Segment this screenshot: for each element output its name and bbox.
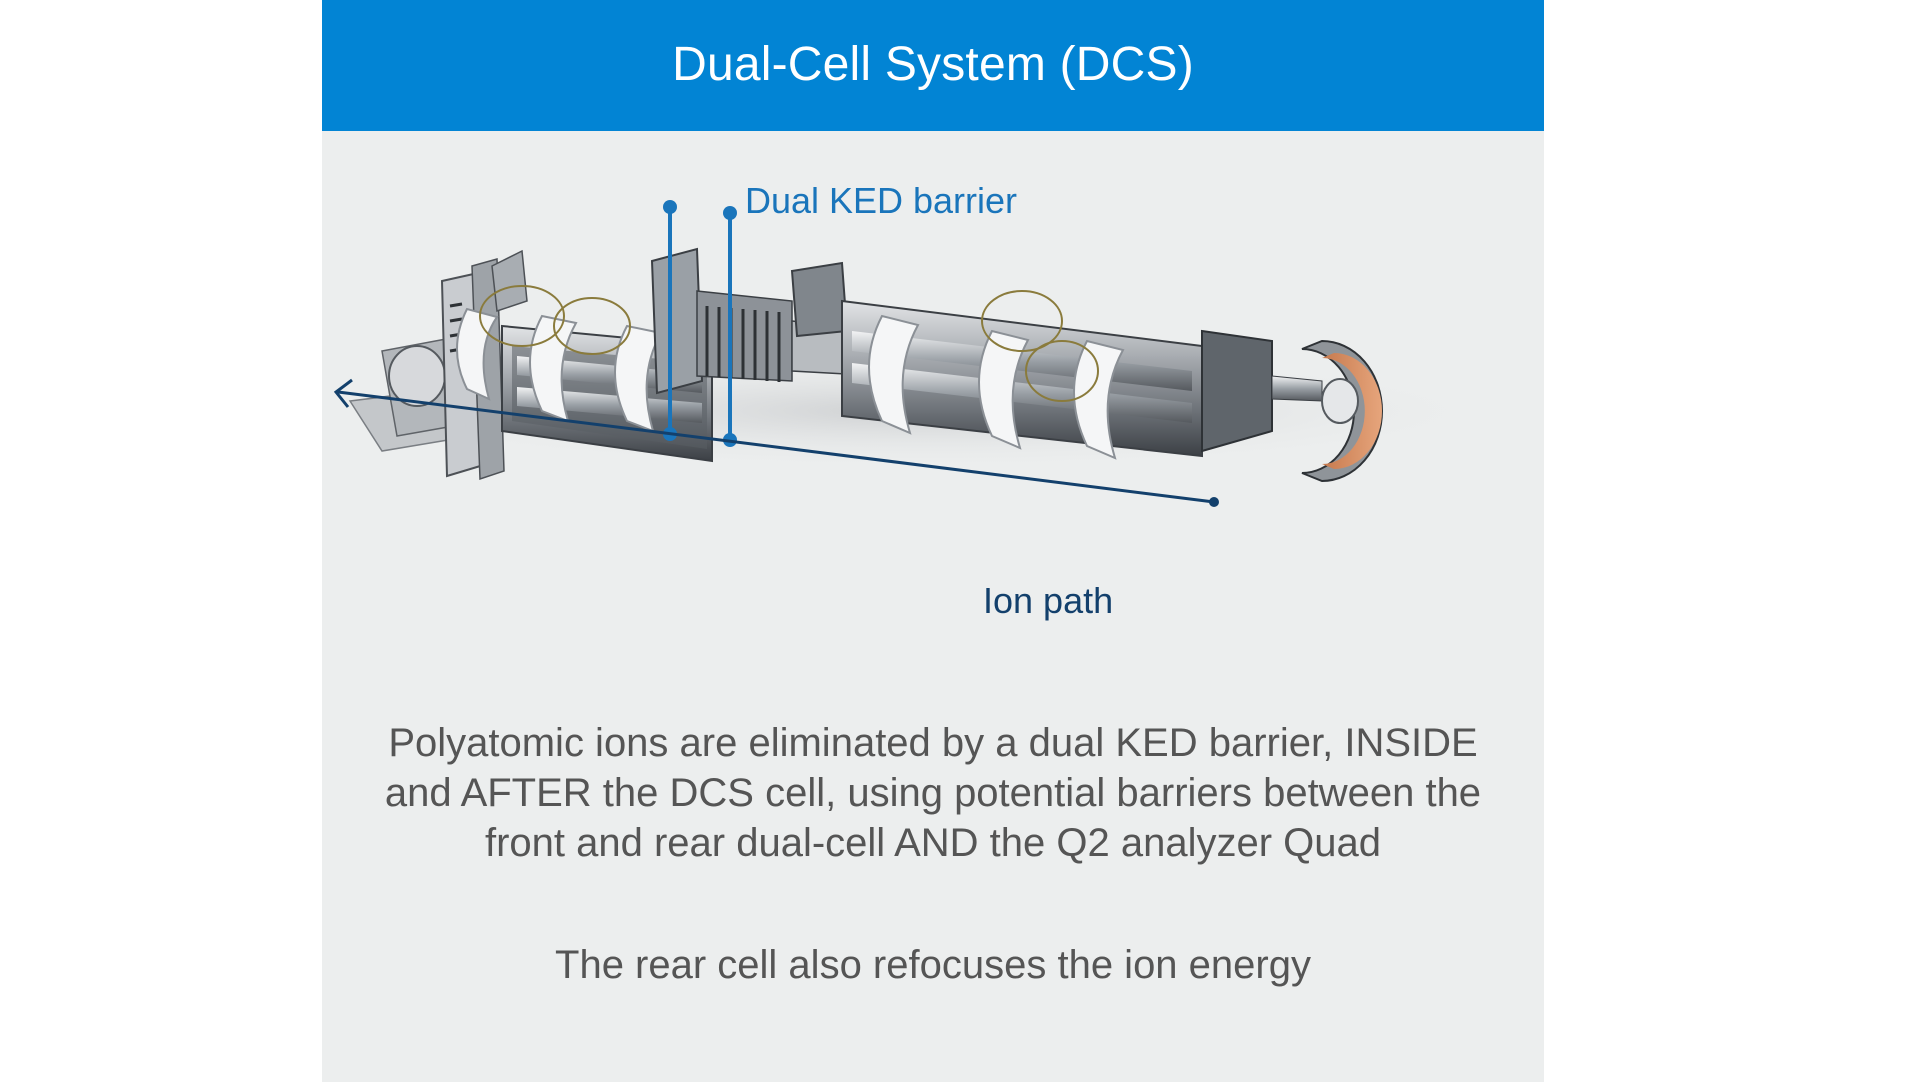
- exit-assembly: [1201, 329, 1383, 483]
- rear-cell: [790, 261, 1203, 460]
- ion-path-arrow: [333, 378, 1219, 507]
- dual-ked-barrier-label: Dual KED barrier: [744, 180, 1018, 221]
- header-bar: Dual-Cell System (DCS): [322, 0, 1544, 131]
- slide: Dual-Cell System (DCS) Dual KED barrier: [322, 0, 1544, 1082]
- description-secondary: The rear cell also refocuses the ion ene…: [555, 943, 1311, 987]
- ion-path-label: Ion path: [983, 580, 1114, 621]
- description-paragraph: Polyatomic ions are eliminated by a dual…: [384, 721, 1482, 865]
- dcs-diagram: Dual KED barrier: [322, 131, 1544, 651]
- instrument-illustration: [322, 200, 1522, 507]
- slide-title: Dual-Cell System (DCS): [672, 38, 1194, 91]
